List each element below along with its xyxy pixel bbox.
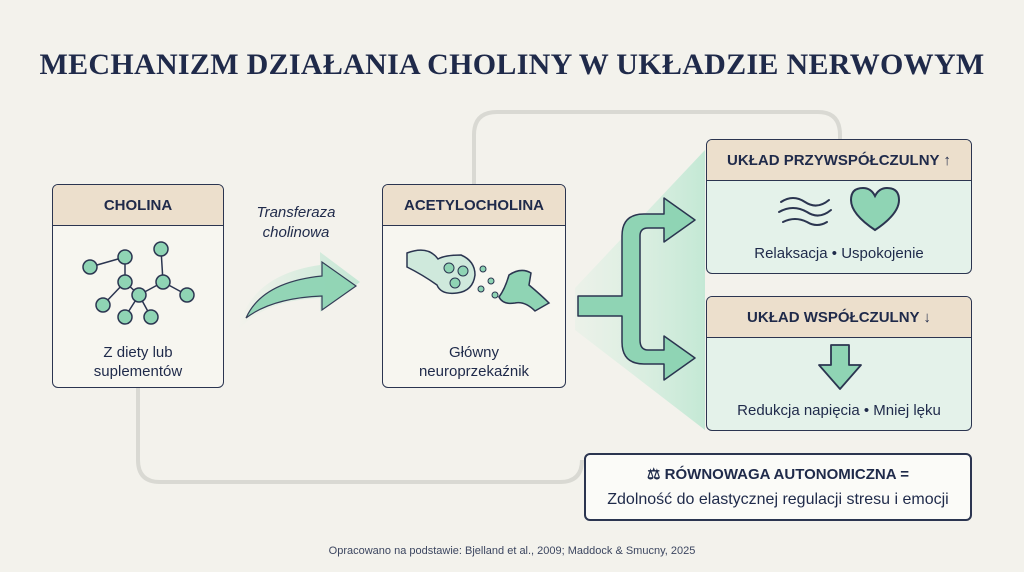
acetylcholine-caption-2: neuroprzekaźnik: [418, 363, 530, 380]
wind-icon: [778, 197, 832, 226]
sympathetic-caption: Redukcja napięcia • Mniej lęku: [737, 402, 941, 419]
balance-title-text: RÓWNOWAGA AUTONOMICZNA =: [664, 466, 909, 483]
branch-arrow: [577, 197, 696, 381]
choline-caption-2: suplementów: [93, 363, 183, 380]
balance-subtitle: Zdolność do elastycznej regulacji stresu…: [607, 491, 949, 508]
down-arrow-icon: [818, 344, 862, 390]
enzyme-label-line1: Transferaza: [256, 204, 336, 221]
balance-box: ⚖ RÓWNOWAGA AUTONOMICZNA = Zdolność do e…: [584, 453, 972, 521]
enzyme-label: Transferaza cholinowa: [240, 203, 352, 243]
enzyme-label-line2: cholinowa: [262, 224, 330, 241]
parasympathetic-box: UKŁAD PRZYWSPÓŁCZULNY ↑ Relaksacja • Usp…: [706, 139, 972, 274]
page-title: MECHANIZM DZIAŁANIA CHOLINY W UKŁADZIE N…: [39, 48, 985, 81]
choline-header: CHOLINA: [53, 185, 223, 226]
choline-box: CHOLINA Z diety lub suplementów: [52, 184, 224, 388]
acetylcholine-header: ACETYLOCHOLINA: [383, 185, 565, 226]
balance-title: ⚖ RÓWNOWAGA AUTONOMICZNA =: [586, 465, 970, 483]
feedback-line-inner: [472, 110, 842, 388]
source-note: Opracowano na podstawie: Bjelland et al.…: [328, 545, 696, 557]
molecule-icon: [82, 241, 195, 325]
choline-caption-1: Z diety lub: [103, 344, 173, 361]
acetylcholine-box: ACETYLOCHOLINA Główny neuroprzekaźnik: [382, 184, 566, 388]
synapse-icon: [406, 249, 551, 312]
relax-icons: [778, 186, 901, 232]
sympathetic-header: UKŁAD WSPÓŁCZULNY ↓: [707, 297, 971, 338]
feedback-line-outer: [136, 388, 584, 484]
parasympathetic-header: UKŁAD PRZYWSPÓŁCZULNY ↑: [707, 140, 971, 181]
parasympathetic-caption: Relaksacja • Uspokojenie: [754, 245, 924, 262]
transfer-arrow: [245, 260, 358, 319]
acetylcholine-caption-1: Główny: [448, 344, 500, 361]
sympathetic-box: UKŁAD WSPÓŁCZULNY ↓ Redukcja napięcia • …: [706, 296, 972, 431]
scales-icon: ⚖: [647, 466, 661, 483]
heart-icon: [849, 186, 901, 232]
